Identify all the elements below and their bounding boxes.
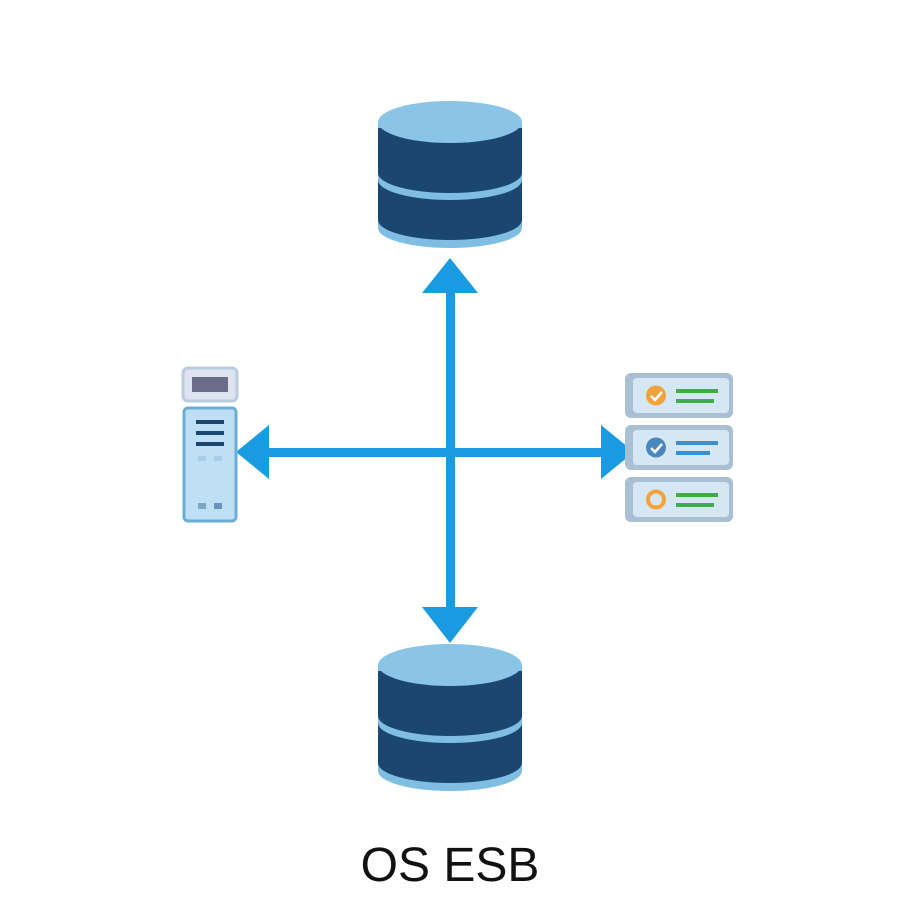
checklist-icon	[625, 373, 733, 522]
horizontal-line	[265, 448, 605, 457]
checklist-card-3	[625, 477, 733, 522]
database-bottom	[378, 644, 522, 791]
arrowhead-up	[422, 258, 478, 293]
diagram-caption: OS ESB	[360, 839, 540, 892]
arrowhead-right	[601, 425, 634, 479]
arrowhead-left	[236, 425, 269, 479]
connector-arrows	[236, 258, 634, 643]
arrowhead-down	[422, 607, 478, 643]
checklist-card-2	[625, 425, 733, 470]
database-top	[378, 101, 522, 248]
server-tower-icon	[181, 366, 239, 523]
checklist-card-1	[625, 373, 733, 418]
